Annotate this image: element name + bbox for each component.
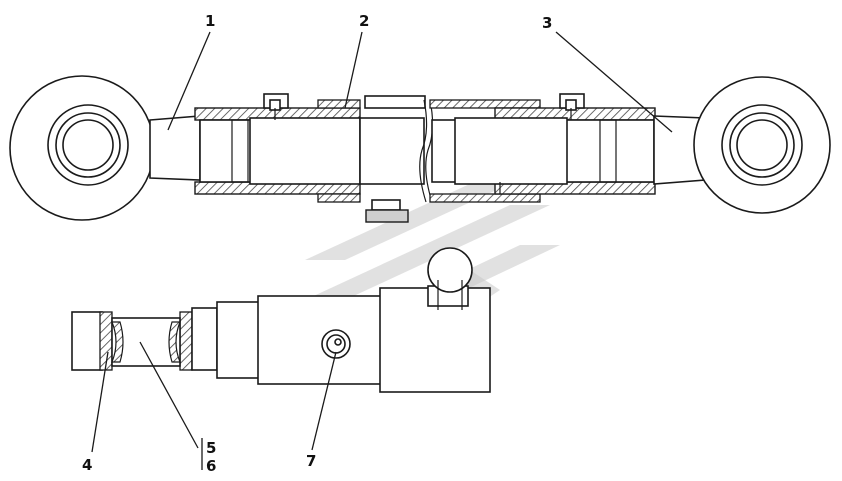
- callout-3: 3: [542, 14, 552, 32]
- mounting-block: [257, 247, 491, 393]
- callout-1: 1: [205, 12, 215, 30]
- callout-4: 4: [82, 456, 92, 474]
- center-clamp-sleeve: [317, 95, 426, 223]
- callouts: 1 2 3 4 5 6 7: [82, 12, 552, 475]
- ball-joint-housing: [71, 301, 263, 379]
- callout-5: 5: [206, 439, 216, 457]
- callout-7: 7: [306, 452, 316, 470]
- leader-4: [91, 351, 109, 453]
- break-line: [419, 99, 434, 203]
- right-rod-end-tube: [429, 99, 656, 203]
- left-lubrication-fitting: [263, 93, 289, 120]
- leader-5-6: [139, 341, 199, 449]
- callout-6: 6: [206, 457, 216, 475]
- callout-2: 2: [359, 12, 369, 30]
- right-eye-end: [653, 76, 831, 214]
- leader-3: [555, 31, 673, 133]
- leader-lines: [91, 31, 673, 470]
- leader-7: [311, 351, 337, 451]
- leader-1: [167, 31, 211, 131]
- left-eye-end: [9, 75, 201, 221]
- right-lubrication-fitting: [559, 93, 585, 120]
- left-rod-end-tube: [194, 107, 361, 195]
- leader-2: [344, 31, 363, 109]
